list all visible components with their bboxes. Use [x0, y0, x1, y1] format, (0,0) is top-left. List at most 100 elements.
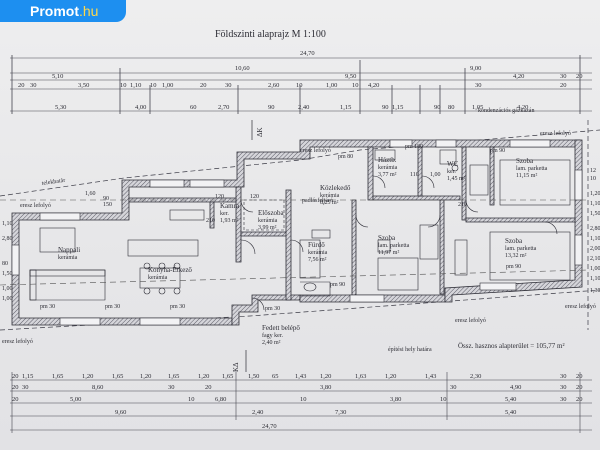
top-dim-row3-1: 9,50 — [345, 73, 356, 80]
bottom-dim-row1-12: 1,20 — [320, 373, 331, 380]
bottom-dim-row1-1: 1,15 — [22, 373, 33, 380]
plot-line-label: telekhatár — [41, 178, 65, 187]
top-dim-row5-6: 1,15 — [340, 104, 351, 111]
small-label-0: pm 80 — [338, 154, 353, 160]
side-right-9: 1,00 — [590, 266, 600, 272]
room-floor: kerámia — [378, 165, 398, 171]
condensing-boiler-label: kondenzációs gázkazán — [478, 108, 534, 114]
bottom-dim-row1-17: 30 — [560, 373, 567, 380]
bottom-dimension-lines — [10, 372, 592, 433]
room-name: Fürdő — [308, 241, 325, 249]
bottom-dim-row1-9: 1,50 — [248, 373, 259, 380]
top-dim-row4-14: 30 — [475, 82, 482, 89]
side-left-1: 1,50 — [2, 271, 13, 277]
promot-logo[interactable]: Promot.hu — [0, 0, 126, 22]
top-dim-row4-6: 1,00 — [162, 82, 173, 89]
bottom-dim-row3-6: 10 — [440, 396, 447, 403]
room-name: Szoba — [378, 234, 396, 242]
room-floor: kerámia — [320, 193, 340, 199]
room-floor: ker. — [447, 169, 456, 175]
side-right-1: 10 — [590, 176, 596, 182]
top-dim-row4-7: 20 — [200, 82, 207, 89]
bottom-dim-row1-10: 65 — [272, 373, 279, 380]
top-dim-row5-12: 4,20 — [517, 104, 528, 111]
top-dim-row3-2: 4,20 — [513, 73, 524, 80]
top-dim-row5-5: 2,40 — [298, 104, 309, 111]
side-right-7: 2,00 — [590, 246, 600, 252]
small-label-16: 1,60 — [85, 191, 96, 197]
bottom-dim-row2-0: 20 — [12, 384, 19, 391]
bottom-dim-row2-5: 3,80 — [320, 384, 331, 391]
room-floor: lam. parketta — [505, 246, 537, 252]
bottom-dim-row1-7: 1,20 — [198, 373, 209, 380]
room-name: Közlekedő — [320, 184, 351, 192]
top-dim-row3-4: 20 — [576, 73, 583, 80]
bottom-dim-row3-0: 20 — [12, 396, 19, 403]
downpipe-label-5: eresz lefolyó — [2, 338, 33, 345]
downpipe-label-0: eresz lefolyó — [20, 202, 51, 209]
side-right-8: 2,10 — [590, 256, 600, 262]
room-name: Konyha-Étkező — [148, 266, 192, 274]
room-name: Fedett belépő — [262, 324, 300, 332]
bottom-dim-row3-5: 3,80 — [390, 396, 401, 403]
attic-access-label: padlásfeljáró — [302, 197, 333, 204]
top-dim-row1-0: 24,70 — [300, 50, 315, 57]
windows — [11, 139, 583, 326]
small-label-13: 150 — [103, 202, 112, 208]
top-dim-row4-0: 20 — [18, 82, 25, 89]
brand-tld: .hu — [79, 3, 99, 19]
bottom-dim-row3-4: 10 — [300, 396, 307, 403]
bottom-dim-row2-4: 20 — [205, 384, 212, 391]
room-floor: kerámia — [258, 218, 278, 224]
side-right-3: 1,10 — [590, 201, 600, 207]
side-left-2: 2,80 — [2, 236, 13, 242]
bottom-dim-row1-18: 20 — [576, 373, 583, 380]
bottom-dim-row1-8: 1,65 — [222, 373, 233, 380]
room-area: 11,15 m² — [516, 173, 537, 179]
room-name: Szoba — [505, 237, 523, 245]
bottom-dim-row2-6: 30 — [450, 384, 457, 391]
top-dim-row3-0: 5,10 — [52, 73, 63, 80]
bottom-dim-row3-2: 10 — [188, 396, 195, 403]
top-dim-row5-7: 90 — [382, 104, 389, 111]
bottom-dim-row1-13: 1,63 — [355, 373, 366, 380]
top-dim-row4-2: 3,50 — [78, 82, 89, 89]
bottom-dim-row1-0: 20 — [12, 373, 19, 380]
room-area: 13,32 m² — [505, 253, 527, 259]
bottom-dim-row1-14: 1,20 — [385, 373, 396, 380]
top-dim-row5-9: 90 — [434, 104, 441, 111]
top-dim-row4-5: 10 — [150, 82, 157, 89]
small-label-3: pm 30 — [40, 304, 55, 310]
top-dim-row5-3: 2,70 — [218, 104, 229, 111]
bottom-dim-row2-7: 4,90 — [510, 384, 521, 391]
small-label-7: pm 90 — [330, 282, 345, 288]
bottom-dim-row3-7: 5,40 — [505, 396, 516, 403]
room-floor: kerámia — [58, 255, 78, 261]
side-right-4: 1,50 — [590, 211, 600, 217]
bottom-dim-row1-6: 1,65 — [168, 373, 179, 380]
room-labels: NappalikerámiaKonyha-ÉtkezőkerámiaKamrak… — [58, 156, 548, 346]
side-left-3: 1,10 — [2, 221, 13, 227]
bottom-dim-row2-3: 30 — [168, 384, 175, 391]
small-label-1: pm 180 — [405, 144, 423, 150]
room-name: Háztb. — [378, 156, 397, 164]
room-floor: kerámia — [308, 250, 328, 256]
downpipe-label-2: eresz lefolyó — [540, 130, 571, 137]
section-marker-bottom: KΔ — [232, 362, 240, 372]
bottom-dim-row4-0: 9,60 — [115, 409, 126, 416]
bottom-dim-row1-11: 1,43 — [295, 373, 306, 380]
bottom-dim-row1-16: 2,30 — [470, 373, 481, 380]
room-area: 1,93 m² — [220, 218, 239, 224]
bottom-dim-row4-2: 7,30 — [335, 409, 346, 416]
room-area: 3,99 m² — [258, 225, 277, 231]
downpipe-label-3: eresz lefolyó — [455, 317, 486, 324]
bottom-dim-row2-1: 30 — [22, 384, 29, 391]
small-label-6: pm 30 — [265, 306, 280, 312]
side-left-0: 80 — [2, 261, 8, 267]
